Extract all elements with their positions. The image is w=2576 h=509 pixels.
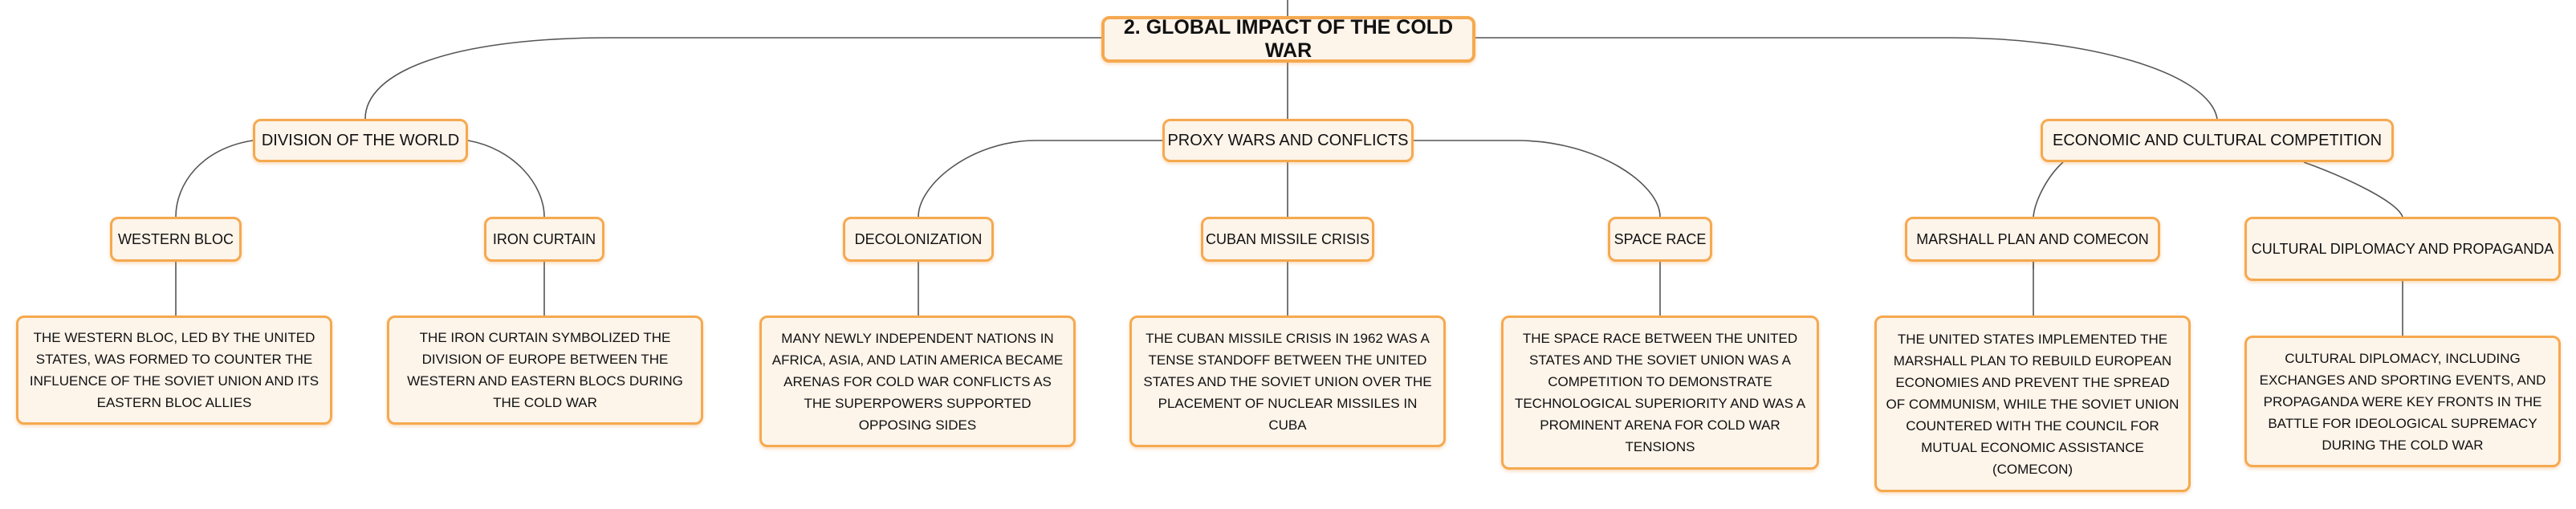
branch-economic-and-cultural-competition[interactable]: ECONOMIC AND CULTURAL COMPETITION bbox=[2041, 119, 2394, 162]
detail-text: THE IRON CURTAIN SYMBOLIZED THE DIVISION… bbox=[407, 330, 683, 410]
detail-text: THE UNITED STATES IMPLEMENTED THE MARSHA… bbox=[1886, 331, 2179, 477]
branch-label: ECONOMIC AND CULTURAL COMPETITION bbox=[2052, 131, 2383, 149]
branch-label: PROXY WARS AND CONFLICTS bbox=[1167, 131, 1409, 149]
topic-label: MARSHALL PLAN AND COMECON bbox=[1916, 230, 2149, 247]
topic-cuban-missile-crisis[interactable]: CUBAN MISSILE CRISIS bbox=[1201, 217, 1374, 262]
topic-marshall-plan-and-comecon[interactable]: MARSHALL PLAN AND COMECON bbox=[1905, 217, 2160, 262]
topic-label: CULTURAL DIPLOMACY AND PROPAGANDA bbox=[2251, 240, 2554, 257]
topic-label: IRON CURTAIN bbox=[492, 230, 596, 247]
detail-western-bloc: THE WESTERN BLOC, LED BY THE UNITED STAT… bbox=[16, 316, 332, 425]
topic-cultural-diplomacy-and-propaganda[interactable]: CULTURAL DIPLOMACY AND PROPAGANDA bbox=[2244, 217, 2561, 281]
detail-text: THE WESTERN BLOC, LED BY THE UNITED STAT… bbox=[29, 330, 319, 410]
topic-iron-curtain[interactable]: IRON CURTAIN bbox=[484, 217, 604, 262]
root-node[interactable]: 2. GLOBAL IMPACT OF THE COLD WAR bbox=[1101, 16, 1475, 63]
branch-label: DIVISION OF THE WORLD bbox=[261, 131, 460, 149]
detail-text: MANY NEWLY INDEPENDENT NATIONS IN AFRICA… bbox=[771, 330, 1064, 433]
topic-decolonization[interactable]: DECOLONIZATION bbox=[843, 217, 994, 262]
detail-space-race: THE SPACE RACE BETWEEN THE UNITED STATES… bbox=[1501, 316, 1819, 470]
detail-text: CULTURAL DIPLOMACY, INCLUDING EXCHANGES … bbox=[2259, 350, 2546, 453]
detail-iron-curtain: THE IRON CURTAIN SYMBOLIZED THE DIVISION… bbox=[387, 316, 703, 425]
topic-label: SPACE RACE bbox=[1614, 230, 1707, 247]
root-label: 2. GLOBAL IMPACT OF THE COLD WAR bbox=[1123, 16, 1454, 62]
detail-cuban-missile-crisis: THE CUBAN MISSILE CRISIS IN 1962 WAS A T… bbox=[1129, 316, 1446, 447]
detail-text: THE SPACE RACE BETWEEN THE UNITED STATES… bbox=[1514, 331, 1806, 454]
detail-cultural-diplomacy-and-propaganda: CULTURAL DIPLOMACY, INCLUDING EXCHANGES … bbox=[2244, 336, 2561, 467]
detail-decolonization: MANY NEWLY INDEPENDENT NATIONS IN AFRICA… bbox=[759, 316, 1076, 447]
topic-label: WESTERN BLOC bbox=[117, 230, 234, 247]
detail-text: THE CUBAN MISSILE CRISIS IN 1962 WAS A T… bbox=[1143, 330, 1432, 433]
topic-western-bloc[interactable]: WESTERN BLOC bbox=[110, 217, 242, 262]
branch-proxy-wars-and-conflicts[interactable]: PROXY WARS AND CONFLICTS bbox=[1162, 119, 1414, 162]
topic-space-race[interactable]: SPACE RACE bbox=[1608, 217, 1712, 262]
branch-division-of-the-world[interactable]: DIVISION OF THE WORLD bbox=[253, 119, 468, 162]
topic-label: CUBAN MISSILE CRISIS bbox=[1205, 230, 1370, 247]
topic-label: DECOLONIZATION bbox=[854, 230, 983, 247]
detail-marshall-plan-and-comecon: THE UNITED STATES IMPLEMENTED THE MARSHA… bbox=[1874, 316, 2191, 492]
